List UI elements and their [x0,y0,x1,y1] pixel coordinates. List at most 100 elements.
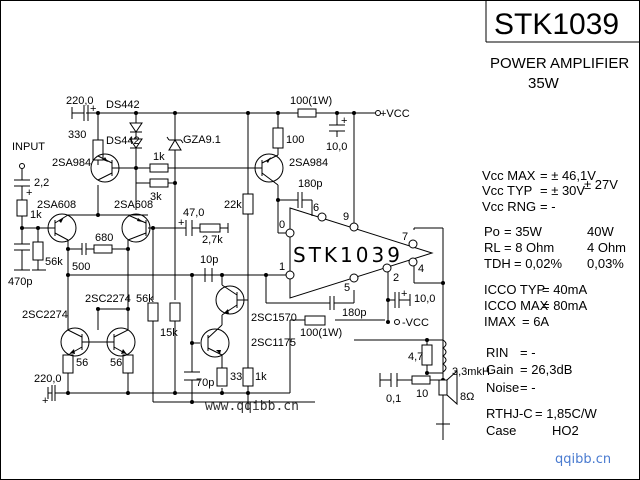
resistor-100-1w-top [297,108,317,118]
component-label: 0,1 [386,393,401,405]
spec-tdh-alt: 0,03% [587,256,624,271]
component-label: 470p [8,276,32,288]
pin-7 [408,239,418,249]
spec-icco-max-label: ICCO MAX [484,298,549,313]
vcc-neg-label: -VCC [402,317,429,329]
component-label: 2SC1175 [251,337,296,349]
component-label: 56k [136,293,154,305]
pin-2 [382,263,392,273]
spec-tdh-label: TDH [484,256,511,271]
component-label: 2SC2274 [85,293,131,305]
spec-icco-typ-label: ICCO TYP [484,282,545,297]
transistor-2sa608-left [47,213,77,243]
spec-rthj-label: RTHJ-C [486,406,533,421]
pin-4 [408,257,418,267]
capacitor-470p [14,243,30,251]
part-number-title: STK1039 [494,8,619,41]
watermark-corner: qqibb.cn [555,452,611,467]
power-text: 35W [528,75,560,92]
spec-rl-alt: 4 Ohm [587,240,626,255]
resistor-3k [149,178,169,188]
capacitor-0-1 [390,373,398,387]
resistor-100 [272,127,284,149]
component-label: DS442 [106,135,140,147]
resistor-2-7k [199,223,221,233]
transistor-2sc1570 [215,284,248,316]
capacitor-70p [184,371,200,381]
component-label: 220,0 [34,373,62,385]
component-label: 2SA608 [37,199,76,211]
vcc-pos-label: +VCC [380,108,410,120]
component-label: 2,2 [34,177,49,189]
resistor-1k-bottom [242,367,254,387]
spec-rthj-value: = 1,85C/W [535,406,598,421]
spec-gain-label: Gain [486,362,513,377]
svg-text:+: + [341,115,347,127]
spec-po-value: = 35W [504,224,543,239]
input-label: INPUT [12,141,45,153]
component-label: 8Ω [460,391,474,403]
spec-vcc-max-label: Vcc MAX [482,168,536,183]
component-label: 56 [110,357,122,369]
spec-rin-value: = - [520,345,536,360]
capacitor-2-2: + [14,179,32,199]
component-label: 1k [255,371,267,383]
ic-label: STK1039 [293,243,403,267]
component-label: 680 [95,232,113,244]
spec-rl-value: = 8 Ohm [504,240,554,255]
capacitor-10p [204,268,213,282]
ic-stk1039: STK1039 0 1 2 4 5 6 7 9 [279,202,434,299]
description-text: POWER AMPLIFIER [490,55,629,72]
pin-1 [285,270,295,280]
spec-vcc-typ-label: Vcc TYP [482,183,532,198]
component-label: 70p [196,377,214,389]
spec-vcc-typ-alt: ± 27V [584,177,618,192]
resistor-1k-bias [149,163,169,173]
component-label: 100(1W) [300,327,342,339]
component-label: 56k [45,256,63,268]
component-label: 4,7 [408,351,423,363]
resistor-22k [242,193,254,215]
capacitor-180p-bottom [329,296,335,310]
spec-case-label: Case [486,423,516,438]
speaker-8ohm [438,369,458,406]
diode-ds442-b [129,138,143,149]
resistor-680 [93,244,113,254]
watermark-center: www.qqibb.cn [205,399,299,414]
component-label: GZA9.1 [183,134,221,146]
component-label: 5 [344,282,350,294]
spec-icco-typ-value: = 40mA [542,282,587,297]
inductor-3-3mkh [442,339,447,373]
spec-icco-max-value: = 80mA [542,298,587,313]
component-label: 10 [416,388,428,400]
spec-imax-label: IMAX [484,314,516,329]
svg-text:+: + [178,217,184,229]
svg-text:+: + [42,395,48,407]
transistor-2sc2274-right [98,327,136,357]
component-label: 2SA984 [52,157,91,169]
spec-vcc-rng-label: Vcc RNG [482,199,536,214]
specs-panel: Vcc MAX = ± 46,1V Vcc TYP = ± 30V ± 27V … [482,168,626,438]
component-label: 10,0 [414,293,435,305]
component-label: 100 [286,134,304,146]
spec-vcc-typ-value: = ± 30V [540,183,585,198]
component-label: 180p [298,178,322,190]
transistor-2sa984-left [90,153,120,183]
capacitor-500 [81,243,87,255]
component-label: 56 [76,357,88,369]
component-label: 330 [68,129,86,141]
resistor-56-right [122,354,134,374]
pin-9 [349,222,359,232]
spec-imax-value: = 6A [522,314,549,329]
components: + + + [14,103,458,407]
component-label: 3k [150,191,162,203]
spec-rin-label: RIN [486,345,508,360]
capacitor-10-bottom: + [394,288,411,308]
component-labels: INPUT +VCC -VCC 220,0 330 DS442 DS442 GZ… [8,95,490,405]
component-label: DS442 [106,99,140,111]
resistor-1k-input [16,199,28,217]
component-label: 2SC2274 [22,309,68,321]
component-label: 500 [72,261,90,273]
spec-tdh-value: = 0,02% [514,256,563,271]
